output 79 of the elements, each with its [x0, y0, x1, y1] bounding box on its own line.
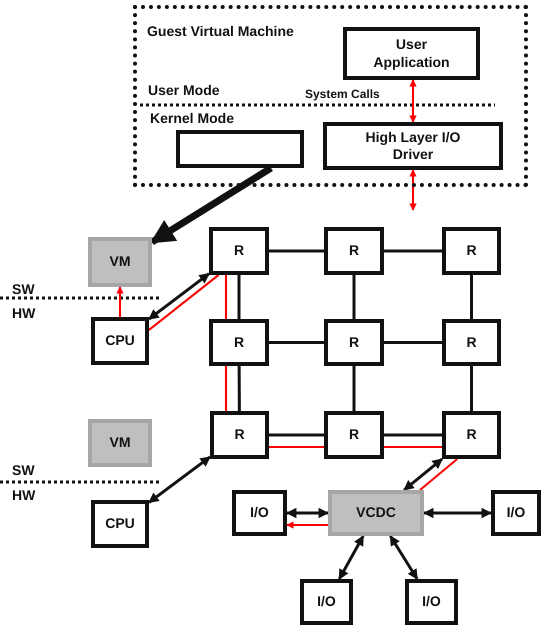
box-label: R — [466, 242, 477, 260]
connector-line — [384, 341, 442, 344]
connector-line — [352, 366, 356, 411]
arrow — [286, 521, 328, 529]
connector-line — [384, 434, 442, 436]
box-label: R — [234, 334, 244, 352]
process-box — [232, 490, 287, 536]
shaded-box — [88, 419, 152, 467]
process-box — [324, 319, 384, 366]
arrow — [403, 458, 444, 492]
process-box — [300, 579, 353, 625]
connector-line — [224, 275, 228, 319]
process-box — [91, 500, 149, 548]
box-label: VM — [110, 434, 130, 452]
arrow — [148, 456, 211, 504]
layer-label: SW — [12, 281, 35, 297]
arrow — [409, 169, 417, 211]
box-label: I/O — [422, 593, 441, 611]
mode-label: Kernel Mode — [150, 110, 234, 126]
connector-line — [384, 446, 442, 448]
process-box — [176, 130, 304, 168]
shaded-box — [88, 237, 152, 287]
box-label: I/O — [250, 504, 269, 522]
connector-line — [269, 341, 324, 344]
group-title: Guest Virtual Machine — [147, 23, 294, 40]
process-box — [405, 579, 458, 625]
shaded-box — [328, 490, 424, 536]
box-label: R — [234, 242, 244, 260]
box-label: R — [348, 334, 360, 352]
box-label: I/O — [506, 504, 526, 522]
arrow — [389, 535, 418, 580]
connector-line — [224, 366, 228, 411]
connector-line — [269, 250, 324, 252]
arrow — [338, 535, 365, 580]
box-label: R — [466, 334, 477, 352]
process-box — [343, 27, 480, 80]
connector-line — [269, 446, 324, 448]
arrow — [422, 508, 492, 518]
connector-line — [269, 434, 324, 436]
connector-line — [419, 458, 458, 491]
box-label: High Layer I/O Driver — [364, 128, 462, 164]
box-label: R — [348, 426, 360, 444]
connector-line — [384, 250, 442, 252]
connector-line — [238, 275, 240, 319]
box-label: R — [466, 426, 477, 444]
arrow — [116, 286, 124, 317]
arrow — [150, 165, 273, 246]
box-label: CPU — [105, 332, 135, 350]
box-label: VCDC — [356, 504, 396, 522]
box-label: R — [348, 242, 360, 260]
process-box — [91, 317, 149, 365]
process-box — [442, 411, 501, 459]
box-label: CPU — [105, 515, 135, 533]
process-box — [442, 227, 501, 275]
box-label: User Application — [372, 36, 451, 71]
process-box — [209, 319, 269, 366]
connector-line — [148, 274, 220, 331]
mode-label: User Mode — [148, 82, 220, 98]
edge-label: System Calls — [303, 87, 382, 101]
arrow — [286, 508, 330, 518]
layer-label: HW — [12, 487, 36, 503]
layer-label: SW — [12, 462, 35, 478]
box-label: I/O — [317, 593, 336, 611]
process-box — [491, 490, 541, 536]
process-box — [442, 319, 501, 366]
connector-line — [470, 366, 473, 411]
box-label: VM — [110, 253, 130, 271]
box-label: R — [234, 426, 245, 444]
connector-line — [238, 366, 241, 412]
connector-line — [470, 275, 473, 319]
process-box — [324, 411, 384, 459]
process-box — [324, 227, 384, 275]
arrow — [148, 272, 210, 320]
connector-line — [352, 275, 356, 319]
process-box — [209, 227, 269, 275]
layer-label: HW — [12, 305, 36, 321]
process-box — [210, 411, 269, 459]
arrow — [409, 79, 417, 123]
process-box — [323, 122, 503, 170]
